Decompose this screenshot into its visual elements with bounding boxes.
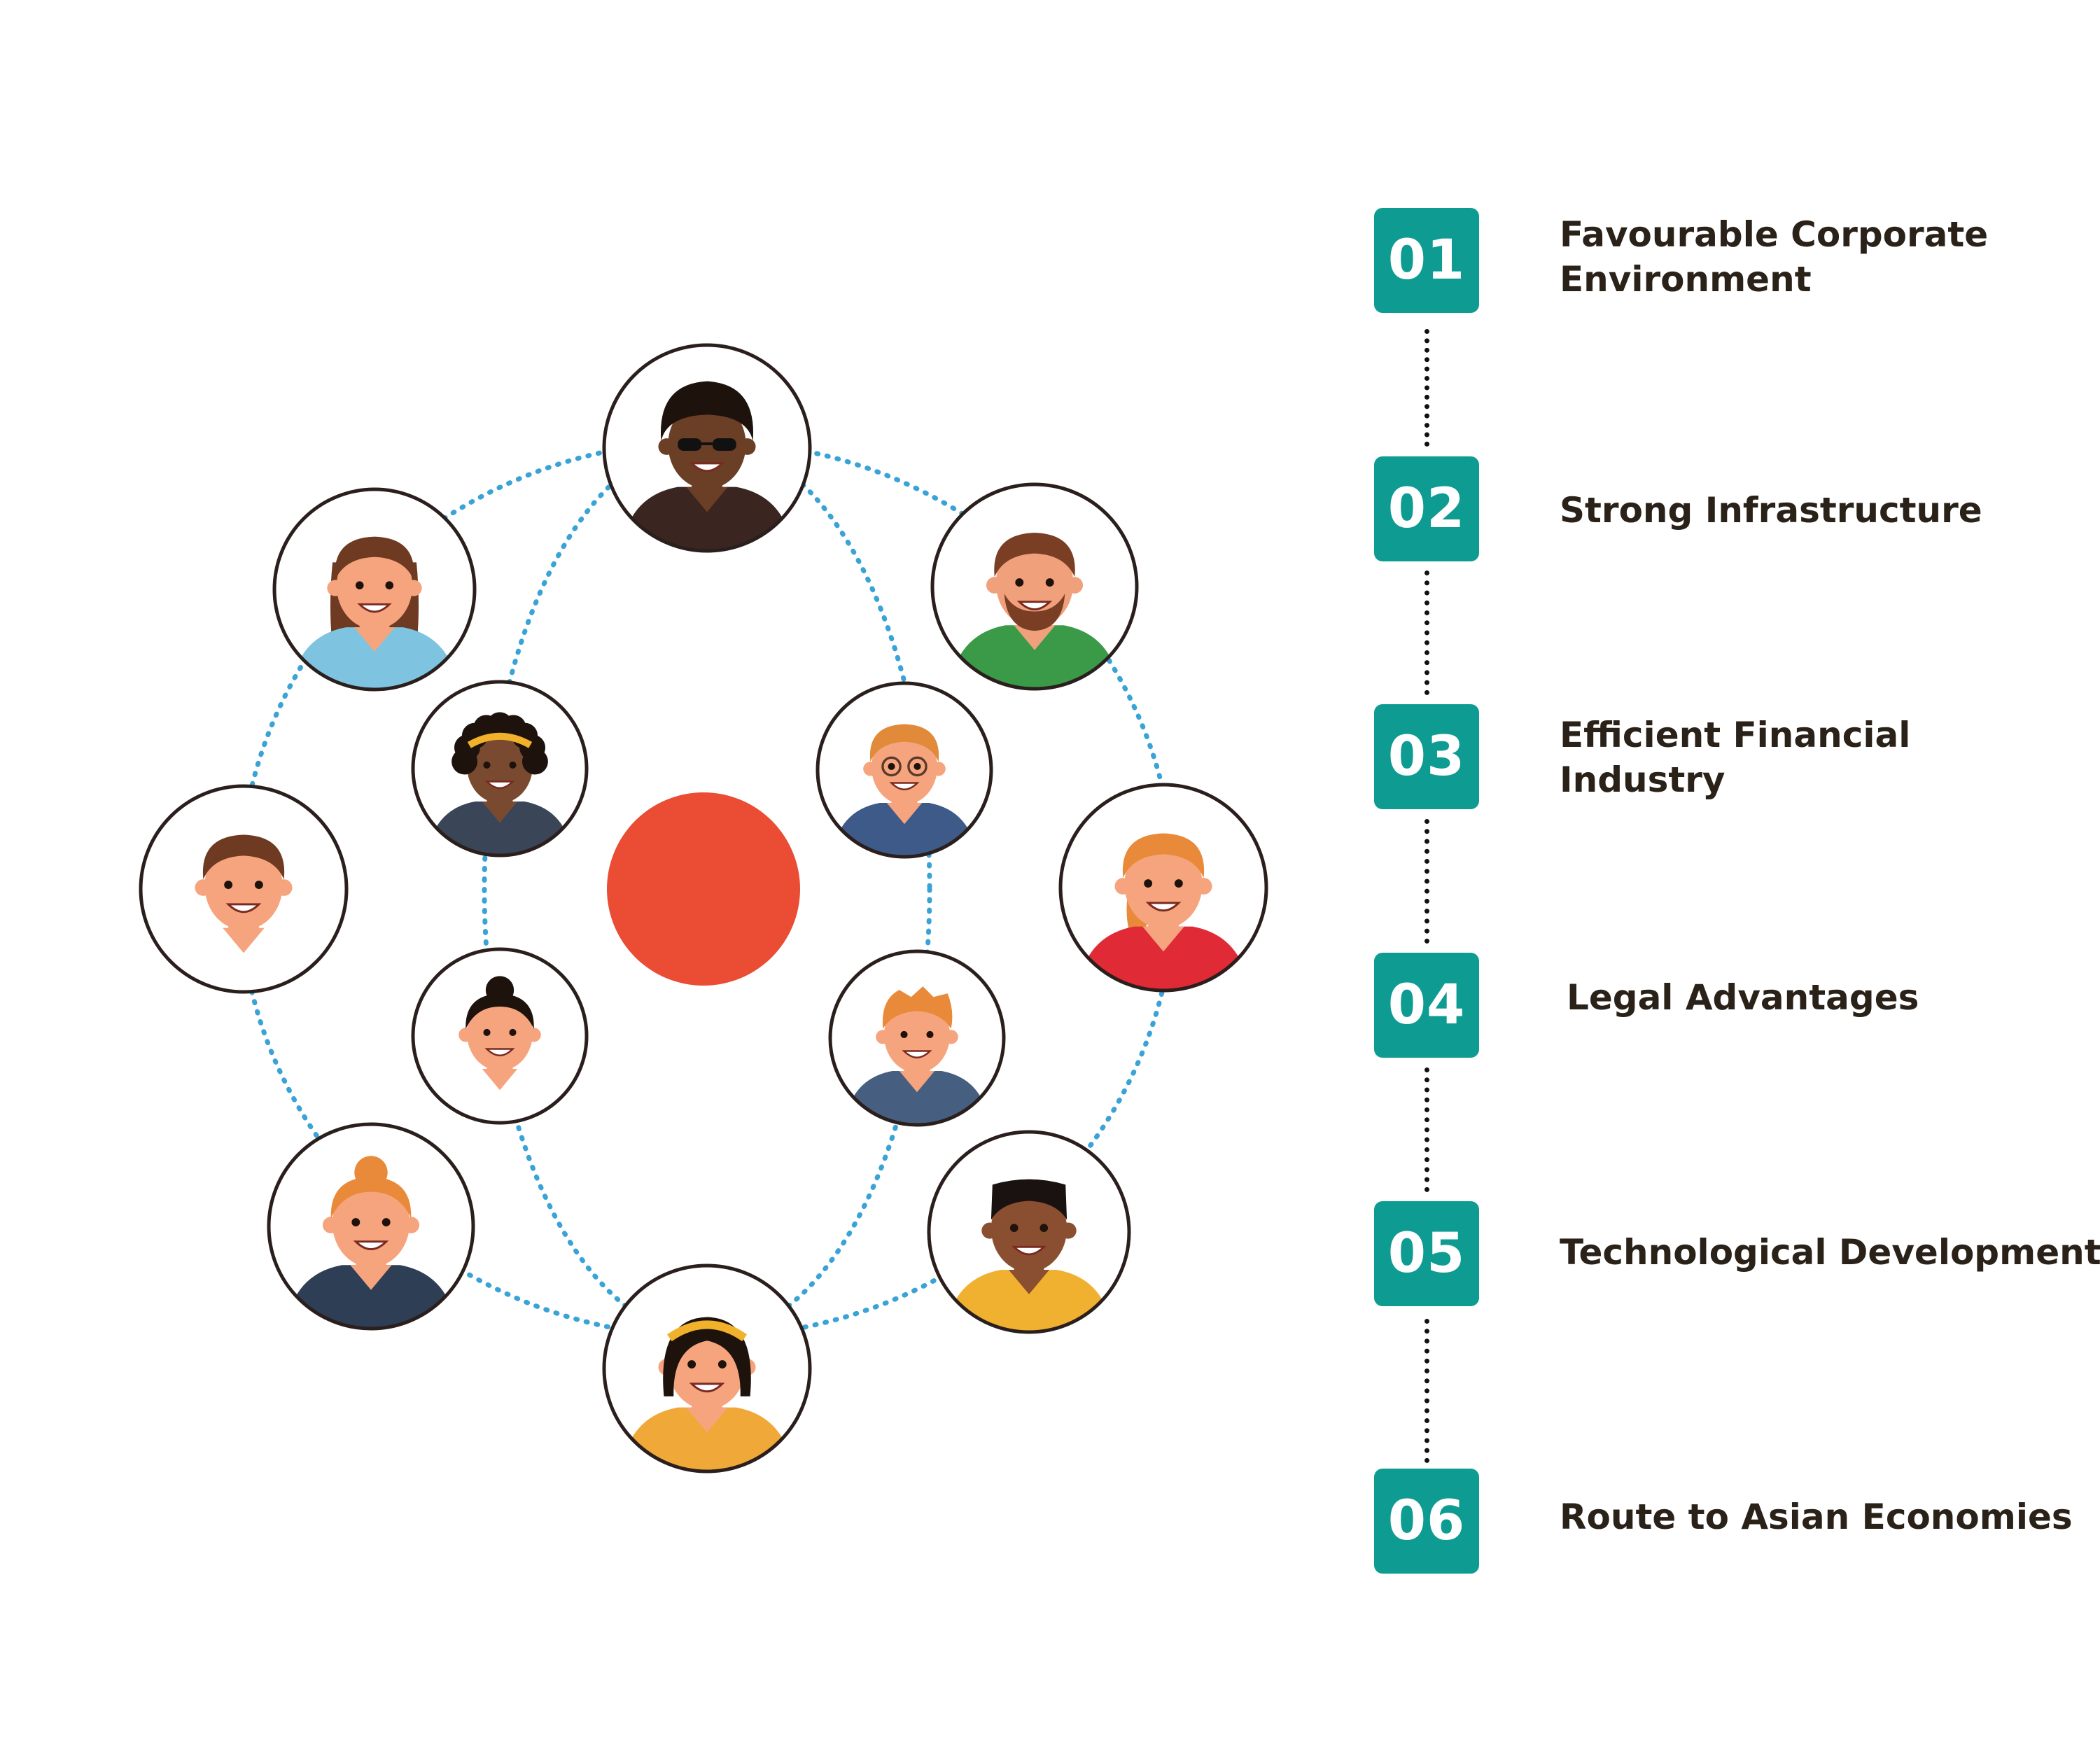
- man-glasses-suit-avatar-icon: [816, 681, 993, 859]
- step-label-01: Favourable Corporate Environment: [1560, 214, 1989, 300]
- step-label-02: Strong Infrastructure: [1560, 490, 1982, 531]
- bearded-man-avatar-icon: [930, 482, 1139, 691]
- step-badge-04: 04: [1374, 953, 1479, 1058]
- step-label-05: Technological Development: [1560, 1232, 2100, 1273]
- woman-long-hair-avatar-icon: [272, 487, 477, 692]
- woman-top-knot-avatar-icon: [411, 947, 589, 1125]
- woman-headband-avatar-icon: [602, 1264, 812, 1474]
- man-sunglasses-avatar-icon: [602, 343, 812, 553]
- young-man-avatar-icon: [828, 949, 1006, 1127]
- smiling-man-avatar-icon: [139, 784, 349, 994]
- step-badge-06: 06: [1374, 1469, 1479, 1574]
- avatar-group: [139, 343, 1268, 1474]
- step-badge-05: 05: [1374, 1201, 1479, 1306]
- man-yellow-tank-avatar-icon: [927, 1130, 1131, 1334]
- people-network-diagram: [139, 343, 1268, 1474]
- step-label-04: Legal Advantages: [1567, 977, 1919, 1018]
- step-connector: [1424, 819, 1429, 944]
- step-connector: [1424, 1319, 1429, 1463]
- step-connector: [1424, 1068, 1429, 1192]
- step-badge-03: 03: [1374, 704, 1479, 809]
- step-connector: [1424, 570, 1429, 695]
- step-badge-01: 01: [1374, 208, 1479, 313]
- inner-ring: [482, 438, 932, 1340]
- woman-bun-avatar-icon: [267, 1122, 475, 1331]
- step-label-03: Efficient Financial Industry: [1560, 715, 1911, 800]
- step-connector: [1424, 329, 1429, 447]
- step-label-06: Route to Asian Economies: [1560, 1497, 2073, 1537]
- center-dot: [607, 792, 800, 986]
- step-badge-02: 02: [1374, 456, 1479, 561]
- woman-red-top-avatar-icon: [1058, 783, 1268, 993]
- woman-curly-hair-avatar-icon: [411, 680, 589, 858]
